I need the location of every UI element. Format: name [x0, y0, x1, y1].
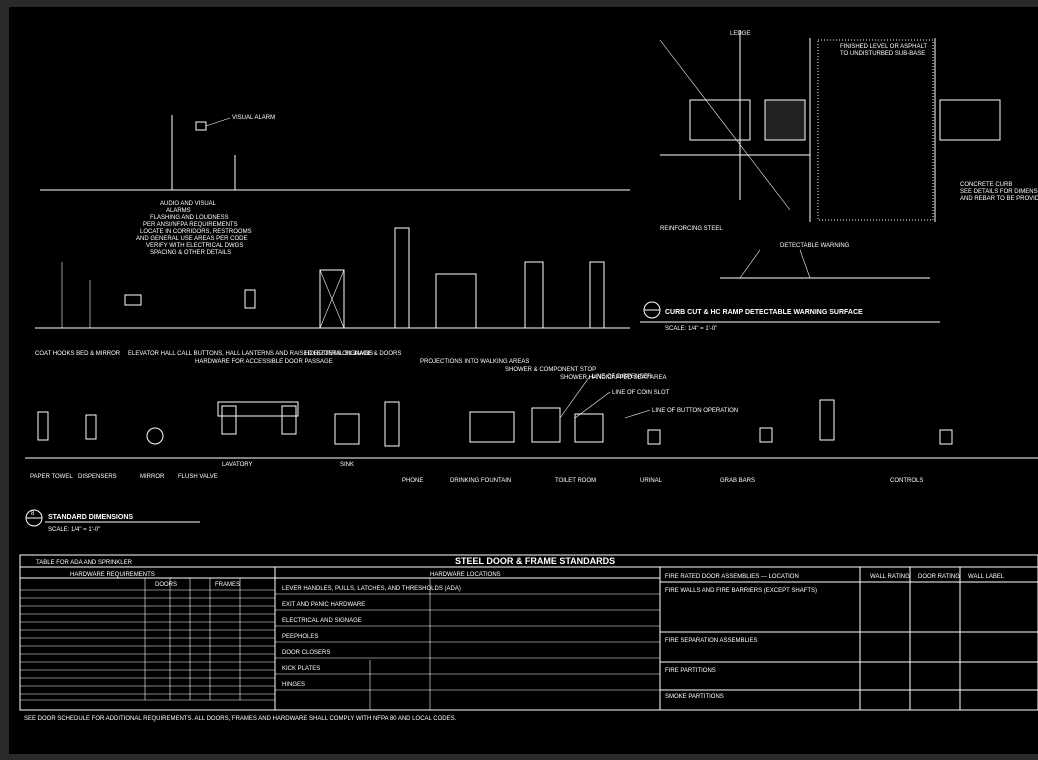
svg-text:AND REBAR TO BE PROVIDED: AND REBAR TO BE PROVIDED	[960, 196, 1038, 202]
detail-curb-section: LEDGE FINISHED LEVEL OR ASPHALT TO UNDIS…	[659, 30, 1038, 232]
svg-text:LOCATE IN CORRIDORS, RESTROOMS: LOCATE IN CORRIDORS, RESTROOMS	[140, 229, 252, 235]
table-left-header-frames: FRAMES	[215, 582, 240, 588]
table-mid-row-label: KICK PLATES	[282, 666, 320, 672]
detail-b-number: 8	[31, 511, 35, 517]
callout-coin-slot: LINE OF COIN SLOT	[612, 390, 670, 396]
svg-text:SEE DETAILS FOR DIMENSIONS: SEE DETAILS FOR DIMENSIONS	[960, 189, 1038, 195]
label-toilet-room: TOILET ROOM	[555, 478, 596, 484]
row2-elevations: LINE OF DISPENSER LINE OF COIN SLOT LINE…	[25, 374, 1038, 484]
svg-text:LEDGE: LEDGE	[730, 31, 750, 37]
table-mid-header: HARDWARE LOCATIONS	[430, 572, 501, 578]
right-row-smoke-partitions: SMOKE PARTITIONS	[665, 694, 724, 700]
detail-a-title-block: CURB CUT & HC RAMP DETECTABLE WARNING SU…	[640, 243, 940, 332]
label-shower-seat: SHOWER HANDICAPPED SEAT AREA	[560, 375, 666, 381]
window-bottom-edge	[0, 754, 1038, 760]
label-controls: CONTROLS	[890, 478, 923, 484]
label-mirror: MIRROR	[140, 474, 165, 480]
detail-b-title: STANDARD DIMENSIONS	[48, 514, 133, 521]
label-lavatory: LAVATORY	[222, 462, 252, 468]
label-dispensers: DISPENSERS	[78, 474, 117, 480]
door-frame-standards-table: LEVER HANDLES, PULLS, LATCHES, AND THRES…	[19, 554, 1038, 722]
svg-text:SPACING & OTHER DETAILS: SPACING & OTHER DETAILS	[150, 250, 231, 256]
window-top-edge	[0, 0, 1038, 7]
label-grab-bars: GRAB BARS	[720, 478, 755, 484]
detail-b-scale: SCALE: 1/4" = 1'-0"	[48, 527, 100, 533]
label-paper-towel: PAPER TOWEL	[30, 474, 73, 480]
window-left-edge	[0, 0, 9, 760]
table-right-header-wall-label: WALL LABEL	[968, 574, 1005, 580]
callout-dispenser: LINE OF DISPENSER	[592, 374, 652, 380]
table-mid-row-label: EXIT AND PANIC HARDWARE	[282, 602, 365, 608]
right-row-fire-walls: FIRE WALLS AND FIRE BARRIERS (EXCEPT SHA…	[665, 588, 817, 594]
svg-text:FLASHING AND LOUDNESS: FLASHING AND LOUDNESS	[150, 215, 229, 221]
table-mid-row-label: HINGES	[282, 682, 305, 688]
detail-a-scale: SCALE: 1/4" = 1'-0"	[665, 326, 717, 332]
svg-text:VISUAL ALARM: VISUAL ALARM	[232, 115, 275, 121]
svg-text:AND GENERAL USE AREAS PER CODE: AND GENERAL USE AREAS PER CODE	[136, 236, 247, 242]
svg-text:REINFORCING STEEL: REINFORCING STEEL	[660, 226, 723, 232]
row1-elevations: COAT HOOKS BED & MIRROR ELEVATOR HALL CA…	[35, 227, 666, 381]
right-row-fire-separation: FIRE SEPARATION ASSEMBLIES	[665, 638, 757, 644]
label-coat-hooks: COAT HOOKS BED & MIRROR	[35, 351, 121, 357]
svg-text:AUDIO AND VISUAL: AUDIO AND VISUAL	[160, 201, 217, 207]
table-mid-row-label: DOOR CLOSERS	[282, 650, 330, 656]
label-drinking-fountain: DRINKING FOUNTAIN	[450, 478, 511, 484]
label-elevator: ELEVATOR HALL CALL BUTTONS, HALL LANTERN…	[128, 351, 373, 357]
right-row-fire-partitions: FIRE PARTITIONS	[665, 668, 716, 674]
label-shower-stop: SHOWER & COMPONENT STOP	[505, 367, 596, 373]
table-left-header-doors: DOORS	[155, 582, 177, 588]
table-mid-row-label: PEEPHOLES	[282, 634, 318, 640]
svg-text:CONCRETE CURB: CONCRETE CURB	[960, 182, 1012, 188]
label-signage: HORIZONTAL SIGNAGE & DOORS	[305, 351, 401, 357]
table-right-header-location: FIRE RATED DOOR ASSEMBLIES — LOCATION	[665, 574, 799, 580]
label-hardware: HARDWARE FOR ACCESSIBLE DOOR PASSAGE	[195, 359, 333, 365]
svg-text:FINISHED LEVEL OR ASPHALT: FINISHED LEVEL OR ASPHALT	[840, 44, 927, 50]
detail-b-title-block: 8 STANDARD DIMENSIONS SCALE: 1/4" = 1'-0…	[25, 509, 200, 533]
svg-text:DETECTABLE WARNING: DETECTABLE WARNING	[780, 243, 850, 249]
table-mid-row-label: ELECTRICAL AND SIGNAGE	[282, 618, 362, 624]
table-left-title: TABLE FOR ADA AND SPRINKLER	[36, 560, 133, 566]
label-sink: SINK	[340, 462, 354, 468]
table-left-header-hardware: HARDWARE REQUIREMENTS	[70, 572, 155, 578]
table-title: STEEL DOOR & FRAME STANDARDS	[455, 556, 615, 566]
label-projections: PROJECTIONS INTO WALKING AREAS	[420, 359, 529, 365]
label-flush-valve: FLUSH VALVE	[178, 474, 218, 480]
svg-text:TO UNDISTURBED SUB-BASE: TO UNDISTURBED SUB-BASE	[840, 51, 925, 57]
table-footnote: SEE DOOR SCHEDULE FOR ADDITIONAL REQUIRE…	[24, 716, 457, 722]
detail-mounting-height: VISUAL ALARM AUDIO AND VISUAL ALARMS FLA…	[40, 115, 630, 256]
table-right-header-door-rating: DOOR RATING	[918, 574, 960, 580]
callout-button: LINE OF BUTTON OPERATION	[652, 408, 738, 414]
label-urinal: URINAL	[640, 478, 663, 484]
table-right-header-wall-rating: WALL RATING	[870, 574, 910, 580]
detail-a-title: CURB CUT & HC RAMP DETECTABLE WARNING SU…	[665, 309, 863, 316]
table-mid-row-label: LEVER HANDLES, PULLS, LATCHES, AND THRES…	[282, 586, 461, 592]
svg-text:VERIFY WITH ELECTRICAL DWGS: VERIFY WITH ELECTRICAL DWGS	[146, 243, 243, 249]
svg-text:ALARMS: ALARMS	[166, 208, 191, 214]
label-phone: PHONE	[402, 478, 423, 484]
svg-text:PER ANSI/NFPA REQUIREMENTS: PER ANSI/NFPA REQUIREMENTS	[143, 222, 238, 228]
